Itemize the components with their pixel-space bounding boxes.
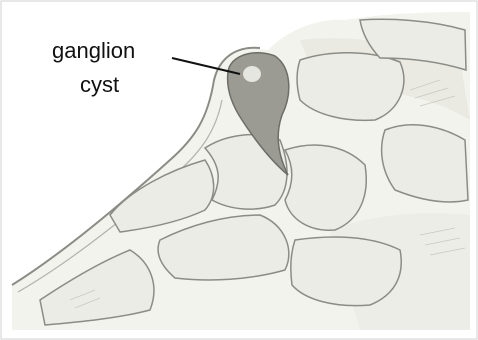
carpal-bone-4: [285, 145, 366, 230]
cyst-highlight: [243, 66, 261, 82]
ganglion-cyst-label: ganglion: [52, 40, 135, 62]
ganglion-cyst-label-line2: cyst: [80, 74, 119, 96]
carpal-bone-5: [291, 237, 401, 306]
metacarpal-bone-2: [382, 125, 468, 202]
metacarpal-bone-1: [297, 53, 404, 121]
